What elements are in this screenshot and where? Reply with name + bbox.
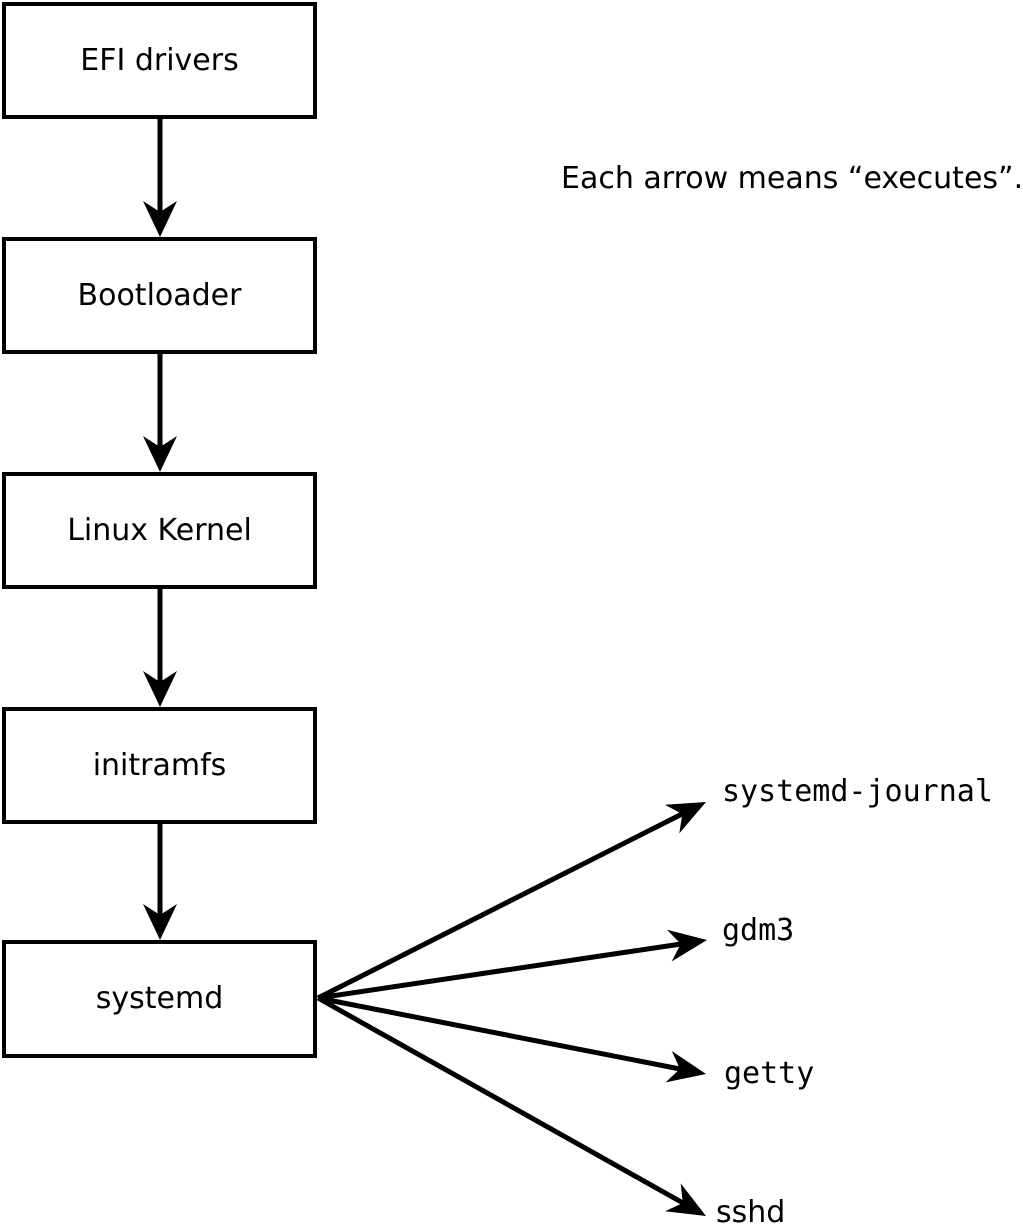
- arrow-kernel-to-initramfs-icon: [143, 589, 177, 707]
- arrow-systemd-to-gdm3-icon: [317, 929, 707, 1001]
- node-systemd: systemd: [2, 940, 317, 1058]
- legend-note: Each arrow means “executes”.: [561, 161, 1023, 196]
- node-initramfs: initramfs: [2, 707, 317, 824]
- arrow-systemd-to-sshd-icon: [316, 995, 706, 1216]
- node-label: Bootloader: [77, 277, 242, 313]
- node-efi-drivers: EFI drivers: [2, 2, 317, 119]
- node-label: Linux Kernel: [67, 512, 252, 548]
- node-label: initramfs: [92, 747, 227, 783]
- label-gdm3: gdm3: [722, 913, 795, 948]
- label-getty: getty: [724, 1056, 815, 1091]
- node-label: systemd: [95, 981, 224, 1016]
- arrow-efi-to-bootloader-icon: [143, 119, 177, 237]
- node-linux-kernel: Linux Kernel: [2, 472, 317, 589]
- arrow-initramfs-to-systemd-icon: [143, 824, 177, 940]
- label-systemd-journal: systemd-journal: [722, 774, 993, 809]
- label-sshd: sshd: [716, 1195, 786, 1230]
- arrow-systemd-to-getty-icon: [317, 995, 706, 1083]
- node-bootloader: Bootloader: [2, 237, 317, 354]
- arrow-bootloader-to-kernel-icon: [143, 354, 177, 472]
- node-label: EFI drivers: [80, 42, 239, 78]
- arrow-systemd-to-journal-icon: [316, 802, 706, 1001]
